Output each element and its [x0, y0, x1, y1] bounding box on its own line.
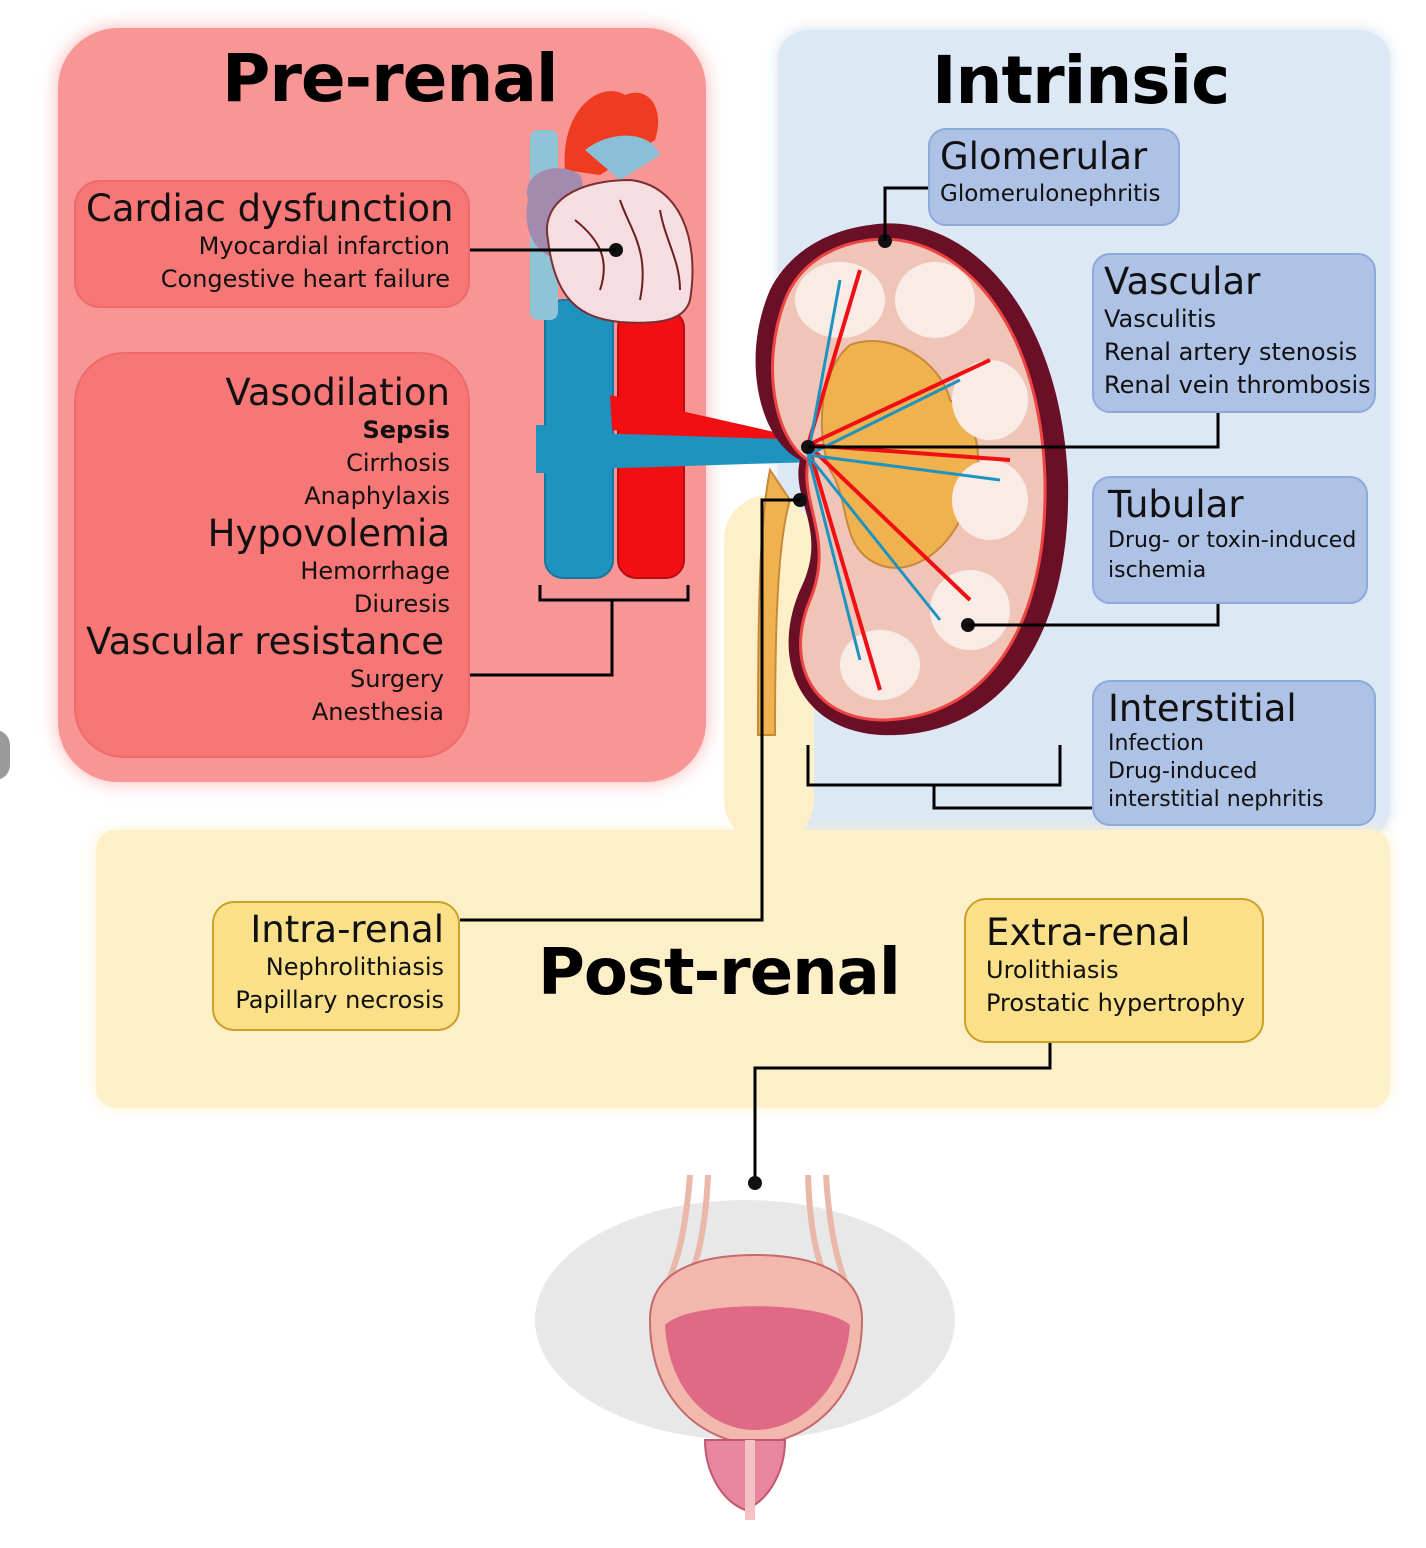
vascular-resistance-item: Anesthesia: [311, 698, 444, 726]
interstitial-heading: Interstitial: [1108, 687, 1297, 730]
vascular-resistance-item: Surgery: [350, 665, 444, 693]
glomerular-box: Glomerular Glomerulonephritis: [928, 128, 1180, 226]
intra-renal-box: Intra-renal Nephrolithiasis Papillary ne…: [212, 901, 460, 1031]
aorta-vena-cava-icon: [536, 299, 812, 579]
hypovolemia-item: Diuresis: [353, 590, 450, 618]
vasodilation-item: Cirrhosis: [346, 449, 450, 477]
vascular-box: Vascular Vasculitis Renal artery stenosi…: [1092, 253, 1376, 413]
cardiac-dysfunction-box: Cardiac dysfunction Myocardial infarctio…: [74, 180, 470, 308]
intrinsic-title: Intrinsic: [932, 42, 1230, 119]
prerenal-title: Pre-renal: [222, 40, 559, 117]
scroll-handle: [0, 730, 10, 780]
vascular-heading: Vascular: [1104, 260, 1261, 303]
glomerular-heading: Glomerular: [940, 135, 1148, 178]
interstitial-item: Infection: [1108, 731, 1204, 756]
vascular-resistance-heading: Vascular resistance: [86, 620, 444, 663]
vascular-item: Renal vein thrombosis: [1104, 371, 1371, 399]
intra-renal-item: Nephrolithiasis: [265, 953, 444, 981]
kidney-icon: [755, 223, 1069, 736]
vasodilation-heading: Vasodilation: [225, 371, 450, 414]
vascular-item: Renal artery stenosis: [1104, 338, 1358, 366]
vasodilation-item: Anaphylaxis: [304, 482, 450, 510]
tubular-item: Drug- or toxin-induced: [1108, 528, 1357, 553]
connector-lines: [460, 186, 1220, 1183]
tubular-heading: Tubular: [1108, 483, 1244, 526]
tubular-box: Tubular Drug- or toxin-induced ischemia: [1092, 476, 1368, 604]
tubular-item: ischemia: [1108, 558, 1207, 583]
extra-renal-heading: Extra-renal: [986, 911, 1191, 954]
hypovolemia-heading: Hypovolemia: [207, 512, 450, 555]
interstitial-item: interstitial nephritis: [1108, 787, 1324, 812]
glomerular-item: Glomerulonephritis: [940, 181, 1161, 207]
heart-icon: [526, 91, 694, 324]
cardiac-item: Myocardial infarction: [198, 232, 450, 260]
cardiac-item: Congestive heart failure: [160, 265, 450, 293]
intra-renal-heading: Intra-renal: [250, 908, 444, 951]
postrenal-title: Post-renal: [538, 936, 901, 1010]
extra-renal-item: Urolithiasis: [986, 956, 1119, 984]
extra-renal-box: Extra-renal Urolithiasis Prostatic hyper…: [964, 898, 1264, 1043]
systemic-causes-box: Vasodilation Sepsis Cirrhosis Anaphylaxi…: [74, 352, 470, 758]
vasodilation-item: Sepsis: [362, 416, 450, 444]
intra-renal-item: Papillary necrosis: [235, 986, 444, 1014]
extra-renal-item: Prostatic hypertrophy: [986, 989, 1245, 1017]
interstitial-item: Drug-induced: [1108, 759, 1258, 784]
bladder-pointer-dot: [748, 1176, 762, 1190]
vascular-item: Vasculitis: [1104, 305, 1217, 333]
interstitial-box: Interstitial Infection Drug-induced inte…: [1092, 680, 1376, 826]
hypovolemia-item: Hemorrhage: [300, 557, 450, 585]
bladder-icon: [535, 1174, 955, 1520]
cardiac-heading: Cardiac dysfunction: [86, 187, 454, 230]
